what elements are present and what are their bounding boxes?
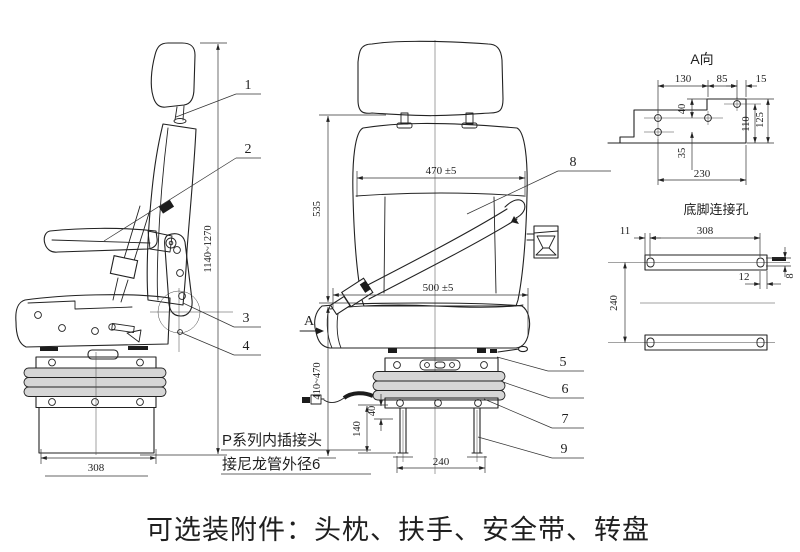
dim-40-label: 40: [367, 406, 378, 417]
front-dim-535: 535: [312, 114, 386, 304]
note-line1: P系列内插接头: [222, 432, 322, 449]
dim-85-label: 85: [717, 73, 729, 85]
side-headrest-post: [173, 105, 187, 124]
dim-a40-label: 40: [677, 104, 688, 115]
foot-top-dims: 11 308: [620, 225, 761, 257]
front-dim-240: 240: [396, 456, 486, 473]
note-line2: 接尼龙管外径6: [222, 456, 320, 473]
dim-230-label: 230: [694, 168, 711, 180]
front-seatbelt: [329, 199, 526, 316]
front-headrest: [357, 40, 504, 117]
side-backrest-seam: [156, 127, 169, 301]
dim-11-label: 11: [620, 225, 631, 237]
side-belt-guide: [158, 199, 175, 214]
connector-note: P系列内插接头 接尼龙管外径6: [221, 432, 371, 475]
foot-bar-bottom: [644, 334, 768, 351]
front-bellows: [372, 371, 506, 401]
dim-500-label: 500 ±5: [423, 282, 454, 294]
front-cushion: [314, 302, 531, 349]
side-dim-height: 1140~1270: [140, 42, 227, 456]
front-backrest: [352, 122, 528, 307]
callout-8: 8: [570, 155, 577, 170]
callout-6: 6: [562, 382, 569, 397]
dim-140-label: 140: [352, 421, 363, 437]
side-armrest-seam: [51, 239, 151, 244]
callout-7: 7: [562, 412, 569, 427]
dim-125-label: 125: [755, 112, 766, 128]
front-dim-140-40: 140 40: [352, 394, 396, 454]
front-dim-500: 500 ±5: [332, 282, 529, 336]
side-armrest-pivot: [165, 237, 177, 249]
callout-4: 4: [243, 339, 250, 354]
side-base-box: [38, 406, 155, 454]
side-callouts: 1 2 3 4: [103, 78, 261, 356]
front-dim-seat-height: 410~470: [312, 306, 336, 459]
dim-8-label: 8: [785, 273, 796, 278]
dim-130-label: 130: [675, 73, 692, 85]
foot-bar-top: [644, 254, 768, 271]
callout-2: 2: [245, 142, 252, 157]
side-backrest: [146, 123, 197, 306]
side-height-label: 1140~1270: [203, 225, 214, 272]
front-view: A 535 470 ±5 500 ±5 410~4: [221, 40, 611, 475]
view-a-top-dims: 130 85 15: [657, 73, 768, 113]
side-seat-pan: [15, 294, 171, 348]
dim-15-label: 15: [756, 73, 768, 85]
dim-f308-label: 308: [697, 225, 714, 237]
view-a-left-dims: 40 35: [677, 98, 708, 170]
side-base-label: 308: [88, 462, 105, 474]
side-height-knob: [87, 349, 119, 360]
dim-35-label: 35: [677, 148, 688, 159]
section-a-label: A: [304, 314, 315, 329]
dim-110-label: 110: [741, 116, 752, 131]
front-legs: [393, 407, 487, 462]
dim-seat-height-label: 410~470: [312, 362, 323, 399]
dim-535-label: 535: [312, 201, 323, 217]
side-headrest: [150, 42, 196, 108]
view-a-right-dims: 110 125: [741, 98, 774, 144]
dim-470-label: 470 ±5: [426, 165, 457, 177]
front-dim-470: 470 ±5: [356, 165, 526, 197]
front-air-connector: [302, 391, 374, 405]
side-pan-lever: [111, 323, 135, 333]
side-seatbelt: [109, 205, 151, 303]
side-recliner-bracket: [164, 233, 193, 317]
dim-240-label: 240: [433, 456, 450, 468]
foot-dim-240: 240: [609, 262, 627, 343]
side-armrest-link: [147, 230, 173, 253]
foot-holes-title: 底脚连接孔: [683, 202, 748, 217]
callout-5: 5: [560, 355, 567, 370]
view-a-dim-230: 230: [657, 139, 747, 185]
side-dim-base: 308: [40, 449, 157, 477]
side-bellows: [23, 367, 167, 397]
front-belt-retractor: [526, 225, 559, 259]
section-a-marker: A: [299, 314, 324, 335]
foot-holes-detail: 底脚连接孔 11 308 12: [608, 202, 796, 351]
view-a-title: A向: [690, 51, 713, 67]
front-lower-plate: [384, 397, 499, 409]
foot-right-dims: 12 8: [739, 247, 796, 289]
dim-12-label: 12: [739, 271, 750, 283]
caption-optional-accessories: 可选装附件：头枕、扶手、安全带、转盘: [146, 515, 650, 545]
front-callouts: 8 5 6 7 9: [466, 155, 611, 459]
callout-9: 9: [561, 442, 568, 457]
side-armrest: [43, 227, 158, 253]
callout-1: 1: [245, 78, 252, 93]
front-suspension-mounts: [388, 345, 529, 353]
side-view: 1140~1270 308 1 2 3 4: [15, 42, 261, 477]
view-a-detail: A向 130 85 15: [607, 51, 774, 185]
dim-f240-label: 240: [609, 295, 620, 311]
front-backrest-seam: [355, 192, 525, 197]
callout-3: 3: [243, 311, 250, 326]
